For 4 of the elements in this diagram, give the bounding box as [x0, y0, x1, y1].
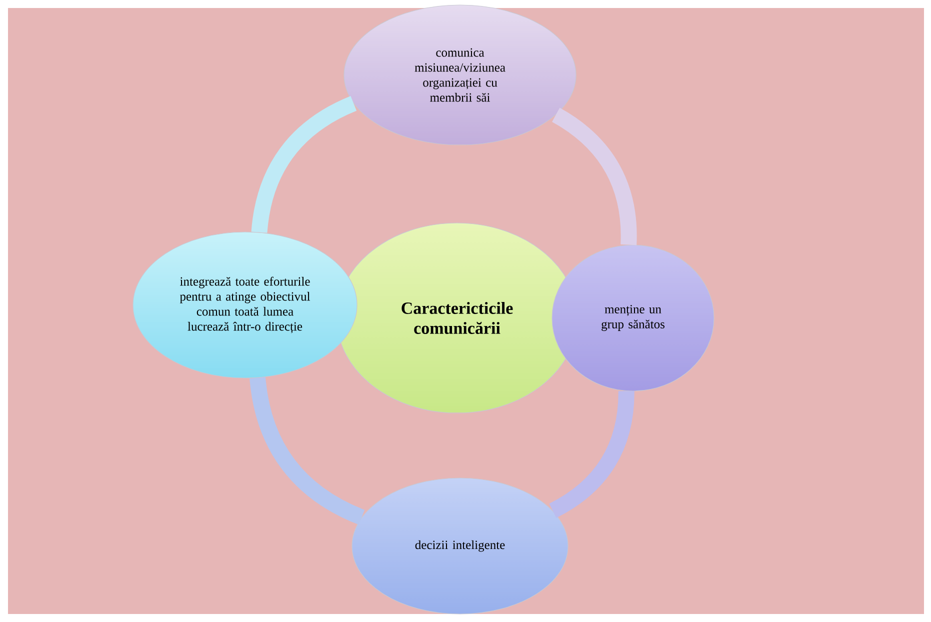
ring-arc — [251, 96, 357, 234]
ring-arc — [552, 108, 637, 245]
ring-arc — [548, 390, 634, 518]
ring-arc — [250, 376, 365, 525]
